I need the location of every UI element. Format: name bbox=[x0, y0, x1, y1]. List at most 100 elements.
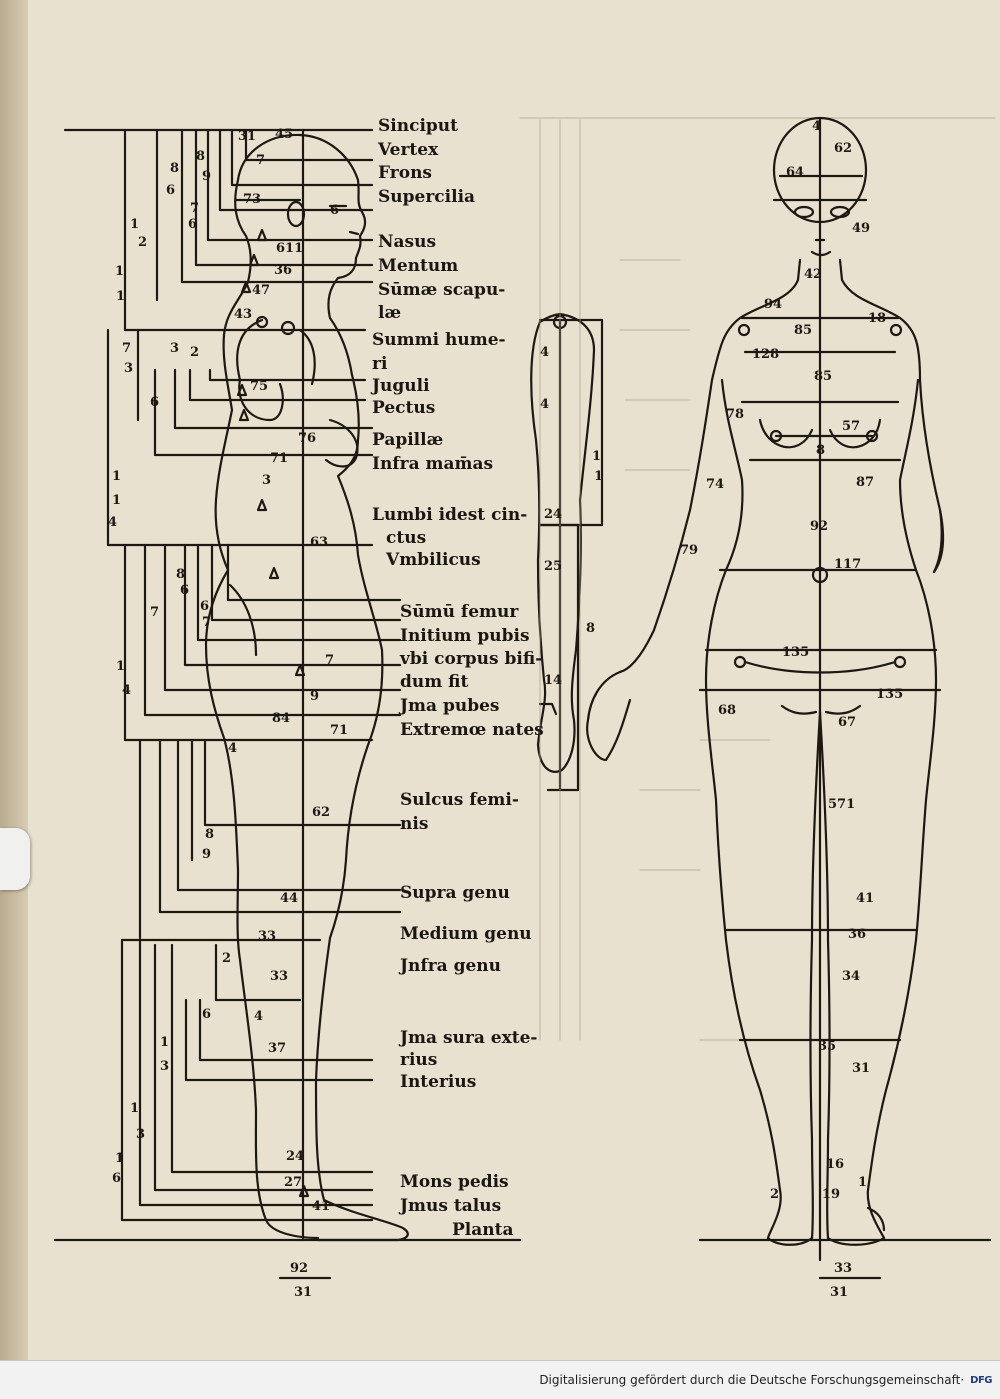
body-part-label: Vertex bbox=[378, 140, 439, 160]
svg-text:62: 62 bbox=[312, 805, 330, 820]
page-background bbox=[0, 0, 1000, 1360]
body-part-label: ri bbox=[372, 354, 388, 374]
svg-text:68: 68 bbox=[718, 703, 736, 718]
svg-text:4: 4 bbox=[122, 683, 131, 698]
svg-text:41: 41 bbox=[856, 891, 874, 906]
svg-text:1: 1 bbox=[592, 449, 601, 464]
svg-text:6: 6 bbox=[150, 395, 159, 410]
footer-separator: · bbox=[960, 1373, 965, 1387]
svg-text:7: 7 bbox=[190, 201, 199, 216]
arm-figure bbox=[530, 312, 604, 792]
body-part-label: Medium genu bbox=[400, 924, 532, 944]
profile-figure bbox=[53, 128, 522, 1280]
svg-text:8: 8 bbox=[586, 621, 595, 636]
svg-text:7: 7 bbox=[202, 615, 211, 630]
body-part-label: Sūmū femur bbox=[400, 602, 519, 622]
svg-text:117: 117 bbox=[834, 557, 861, 572]
svg-text:14: 14 bbox=[544, 673, 562, 688]
svg-text:1: 1 bbox=[160, 1035, 169, 1050]
svg-text:24: 24 bbox=[544, 507, 562, 522]
body-part-label: Frons bbox=[378, 163, 432, 183]
body-part-label: læ bbox=[378, 303, 402, 323]
svg-text:4: 4 bbox=[540, 345, 549, 360]
svg-text:94: 94 bbox=[764, 297, 782, 312]
svg-text:34: 34 bbox=[842, 969, 860, 984]
body-part-label: Nasus bbox=[378, 232, 437, 252]
svg-text:79: 79 bbox=[680, 543, 698, 558]
body-part-label: Mentum bbox=[378, 256, 459, 276]
svg-text:9: 9 bbox=[202, 169, 211, 184]
svg-text:75: 75 bbox=[250, 379, 268, 394]
body-part-label: dum fit bbox=[400, 672, 469, 692]
svg-text:6: 6 bbox=[188, 217, 197, 232]
body-part-label: Sūmæ scapu- bbox=[378, 280, 506, 300]
svg-text:1: 1 bbox=[112, 469, 121, 484]
body-part-label: Supercilia bbox=[378, 187, 476, 207]
svg-text:7: 7 bbox=[122, 341, 131, 356]
body-part-label: Infra mam̄as bbox=[372, 454, 494, 474]
svg-text:27: 27 bbox=[284, 1175, 302, 1190]
svg-text:135: 135 bbox=[782, 645, 809, 660]
svg-text:31: 31 bbox=[294, 1285, 312, 1300]
svg-text:1: 1 bbox=[115, 1151, 124, 1166]
svg-text:47: 47 bbox=[252, 283, 270, 298]
body-part-label: Papillæ bbox=[372, 430, 444, 450]
svg-text:6: 6 bbox=[330, 203, 339, 218]
digitization-footer: Digitalisierung gefördert durch die Deut… bbox=[0, 1360, 1000, 1399]
svg-text:25: 25 bbox=[544, 559, 562, 574]
svg-text:8: 8 bbox=[196, 149, 205, 164]
svg-text:6: 6 bbox=[166, 183, 175, 198]
svg-text:37: 37 bbox=[268, 1041, 286, 1056]
svg-text:9: 9 bbox=[310, 689, 319, 704]
svg-text:67: 67 bbox=[838, 715, 856, 730]
body-part-label: Interius bbox=[400, 1072, 477, 1092]
svg-text:571: 571 bbox=[828, 797, 855, 812]
svg-text:2: 2 bbox=[138, 235, 147, 250]
svg-text:1: 1 bbox=[858, 1175, 867, 1190]
svg-text:71: 71 bbox=[270, 451, 288, 466]
svg-text:87: 87 bbox=[856, 475, 874, 490]
svg-text:43: 43 bbox=[234, 307, 252, 322]
svg-text:4: 4 bbox=[228, 741, 237, 756]
svg-text:73: 73 bbox=[243, 192, 261, 207]
svg-text:3: 3 bbox=[124, 361, 133, 376]
svg-text:33: 33 bbox=[270, 969, 288, 984]
svg-text:19: 19 bbox=[822, 1187, 840, 1202]
svg-text:24: 24 bbox=[286, 1149, 304, 1164]
svg-text:36: 36 bbox=[274, 263, 292, 278]
svg-text:49: 49 bbox=[852, 221, 870, 236]
svg-text:3: 3 bbox=[160, 1059, 169, 1074]
svg-text:6: 6 bbox=[180, 583, 189, 598]
svg-text:16: 16 bbox=[826, 1157, 844, 1172]
svg-text:85: 85 bbox=[814, 369, 832, 384]
frontal-figure bbox=[519, 116, 996, 1280]
svg-text:2: 2 bbox=[190, 345, 199, 360]
svg-text:92: 92 bbox=[290, 1261, 308, 1276]
svg-text:3: 3 bbox=[136, 1127, 145, 1142]
svg-text:1: 1 bbox=[115, 264, 124, 279]
svg-text:78: 78 bbox=[726, 407, 744, 422]
svg-text:7: 7 bbox=[256, 153, 265, 168]
funding-notice: Digitalisierung gefördert durch die Deut… bbox=[539, 1373, 961, 1387]
svg-text:74: 74 bbox=[706, 477, 724, 492]
body-part-label: ctus bbox=[386, 528, 427, 548]
svg-text:135: 135 bbox=[876, 687, 903, 702]
body-part-label: Supra genu bbox=[400, 883, 510, 903]
svg-text:4: 4 bbox=[812, 119, 821, 134]
svg-text:18: 18 bbox=[868, 311, 886, 326]
svg-text:7: 7 bbox=[150, 605, 159, 620]
svg-text:8: 8 bbox=[816, 443, 825, 458]
svg-text:611: 611 bbox=[276, 241, 303, 256]
svg-text:9: 9 bbox=[202, 847, 211, 862]
svg-text:33: 33 bbox=[258, 929, 276, 944]
svg-text:4: 4 bbox=[254, 1009, 263, 1024]
body-part-label: Jma sura exte- bbox=[400, 1028, 538, 1048]
svg-text:92: 92 bbox=[810, 519, 828, 534]
svg-text:76: 76 bbox=[298, 431, 316, 446]
body-part-label: nis bbox=[400, 814, 429, 834]
svg-text:4: 4 bbox=[108, 515, 117, 530]
svg-text:42: 42 bbox=[804, 267, 822, 282]
body-part-label: Sinciput bbox=[378, 116, 459, 136]
